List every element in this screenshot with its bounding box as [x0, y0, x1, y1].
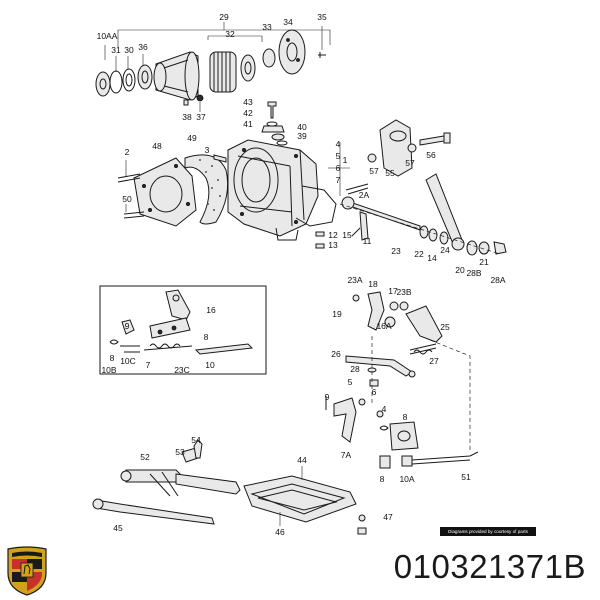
callout-47: 47 — [383, 512, 393, 522]
callout-29: 29 — [219, 12, 229, 22]
footer-credit-note: Diagrams provided by courtesy of parts — [440, 527, 536, 536]
callout-55: 55 — [385, 168, 395, 178]
callout-38: 38 — [182, 112, 192, 122]
callout-27: 27 — [429, 356, 439, 366]
callout-57: 57 — [405, 158, 415, 168]
callout-8: 8 — [204, 332, 209, 342]
callout-28a: 28A — [490, 275, 505, 285]
callout-6: 6 — [336, 163, 341, 173]
callout-39: 39 — [297, 131, 307, 141]
parts-drawing — [92, 22, 507, 535]
callout-56: 56 — [426, 150, 436, 160]
callout-49: 49 — [187, 133, 197, 143]
callout-10aa: 10AA — [97, 31, 118, 41]
callout-25: 25 — [440, 322, 450, 332]
callout-32: 32 — [225, 29, 235, 39]
callout-2a: 2A — [359, 190, 370, 200]
callout-2: 2 — [125, 147, 130, 157]
callout-33: 33 — [262, 22, 272, 32]
callout-18: 18 — [368, 279, 378, 289]
callout-44: 44 — [297, 455, 307, 465]
callout-4: 4 — [382, 404, 387, 414]
callout-17: 17 — [388, 286, 398, 296]
callout-30: 30 — [124, 45, 134, 55]
callout-13: 13 — [328, 240, 338, 250]
callout-1: 1 — [343, 155, 348, 165]
callout-8: 8 — [110, 353, 115, 363]
callout-22: 22 — [414, 249, 424, 259]
callout-10c: 10C — [120, 356, 136, 366]
callout-51: 51 — [461, 472, 471, 482]
callout-43: 43 — [243, 97, 253, 107]
callout-35: 35 — [317, 12, 327, 22]
callout-6: 6 — [372, 387, 377, 397]
callout-4: 4 — [336, 139, 341, 149]
callout-10: 10 — [205, 360, 215, 370]
callout-28: 28 — [350, 364, 360, 374]
callout-34: 34 — [283, 17, 293, 27]
callout-36: 36 — [138, 42, 148, 52]
callout-11: 11 — [363, 236, 372, 246]
callout-16a: 16A — [376, 321, 391, 331]
callout-9: 9 — [325, 392, 330, 402]
callout-57: 57 — [369, 166, 379, 176]
callout-7a: 7A — [341, 450, 352, 460]
callout-46: 46 — [275, 527, 285, 537]
callout-40: 40 — [297, 122, 307, 132]
callout-52: 52 — [140, 452, 150, 462]
callout-16: 16 — [206, 305, 216, 315]
callout-28b: 28B — [466, 268, 481, 278]
callout-8: 8 — [403, 412, 408, 422]
callout-45: 45 — [113, 523, 123, 533]
callout-23b: 23B — [396, 287, 411, 297]
callout-50: 50 — [122, 194, 132, 204]
porsche-crest-logo — [7, 546, 47, 596]
callout-10b: 10B — [101, 365, 116, 375]
callout-19: 19 — [332, 309, 342, 319]
callout-8: 8 — [380, 474, 385, 484]
callout-26: 26 — [331, 349, 341, 359]
callout-53: 53 — [175, 447, 185, 457]
callout-10a: 10A — [399, 474, 414, 484]
callout-5: 5 — [336, 151, 341, 161]
callout-7: 7 — [336, 175, 341, 185]
callout-23: 23 — [391, 246, 401, 256]
part-number: 010321371B — [393, 548, 586, 585]
callout-20: 20 — [455, 265, 465, 275]
callout-7: 7 — [146, 360, 151, 370]
callout-37: 37 — [196, 112, 206, 122]
callout-5: 5 — [348, 377, 353, 387]
callout-24: 24 — [440, 245, 450, 255]
callout-23a: 23A — [347, 275, 362, 285]
callout-54: 54 — [191, 435, 201, 445]
callout-48: 48 — [152, 141, 162, 151]
callout-21: 21 — [479, 257, 489, 267]
callout-15: 15 — [342, 230, 352, 240]
callout-9: 9 — [125, 321, 130, 331]
callout-31: 31 — [111, 45, 121, 55]
callout-12: 12 — [328, 230, 338, 240]
callout-3: 3 — [205, 145, 210, 155]
callout-23c: 23C — [174, 365, 190, 375]
callout-14: 14 — [427, 253, 437, 263]
callout-42: 42 — [243, 108, 253, 118]
callout-41: 41 — [243, 119, 253, 129]
